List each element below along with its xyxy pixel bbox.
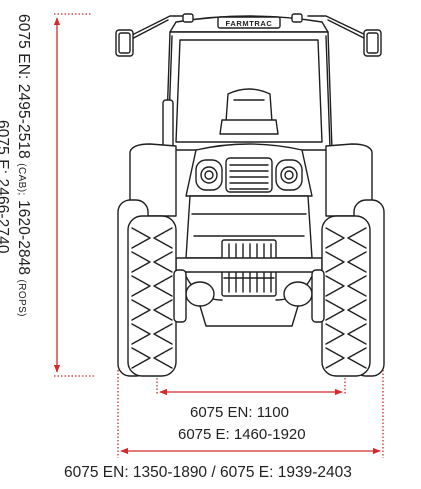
roof-light-left: [182, 13, 194, 23]
track-width-label-en: 6075 EN: 1100: [190, 404, 289, 421]
tractor-outline: FARMTRAC: [115, 13, 385, 377]
right-headlight: [275, 159, 303, 191]
left-wheel: [117, 199, 187, 377]
height-dimension: [53, 13, 96, 377]
brand-text: FARMTRAC: [226, 19, 273, 28]
front-grille: [225, 157, 273, 193]
right-wheel: [311, 199, 385, 377]
brand-plate: FARMTRAC: [217, 16, 281, 29]
track-dimension: [156, 378, 346, 396]
overall-width-dimension: [117, 370, 384, 458]
left-headlight: [195, 159, 223, 191]
track-width-label-e: 6075 E: 1460-1920: [178, 426, 306, 443]
windshield: [175, 39, 323, 143]
height-label-rops: (ROPS): [16, 279, 27, 317]
left-mirror: [115, 15, 189, 57]
left-fender: [129, 143, 177, 217]
height-label-main: 6075 EN: 2495-2518: [15, 14, 32, 164]
height-dimension-label: 6075 EN: 2495-2518 (CAB); 1620-2848 (ROP…: [14, 14, 32, 317]
height-label-cab: (CAB);: [16, 163, 27, 196]
right-fender: [325, 143, 373, 217]
right-mirror: [307, 15, 382, 57]
height-label-rops-range: 1620-2848: [15, 195, 32, 280]
height-dimension-label-e: 6075 E: 2466-2740: [0, 120, 11, 254]
seat: [219, 88, 279, 135]
overall-width-label: 6075 EN: 1350-1890 / 6075 E: 1939-2403: [64, 464, 352, 481]
roof-light-right: [291, 13, 303, 23]
